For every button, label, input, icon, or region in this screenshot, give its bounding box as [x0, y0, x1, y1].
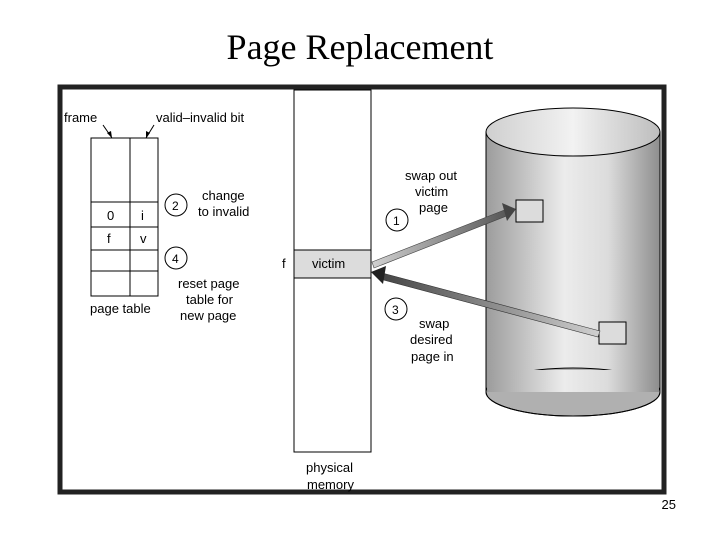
step-2-number: 2 [172, 199, 179, 213]
step-4-circle [164, 246, 188, 270]
step-4-label-line-3: new page [180, 308, 236, 323]
page-number: 25 [661, 497, 676, 512]
desired-page-on-disk [598, 321, 627, 345]
valid-invalid-bit-label: valid–invalid bit [156, 110, 245, 125]
bit-pointer-arrowhead [146, 131, 150, 138]
step-4-label-line-2: table for [186, 292, 234, 307]
step-2-label-line-2: to invalid [198, 204, 249, 219]
swap-in-arrowhead [371, 266, 386, 284]
memory-frame-label: f [282, 256, 286, 271]
table-row-frame-cell: 0 [107, 208, 114, 223]
step-3-number: 3 [392, 303, 399, 317]
physical-memory-caption-line-2: memory [307, 477, 354, 492]
victim-page-on-disk [515, 199, 544, 223]
step-1-label-line-2: victim [415, 184, 448, 199]
step-3-label-line-2: desired [410, 332, 453, 347]
step-4-number: 4 [172, 252, 179, 266]
page-table-caption: page table [90, 301, 151, 316]
page-table: 0 i f v [90, 137, 159, 297]
step-4-label-line-1: reset page [178, 276, 239, 291]
swap-out-arrowhead [502, 203, 516, 221]
victim-frame [293, 249, 372, 279]
step-3-label-line-3: page in [411, 349, 454, 364]
frame-label: frame [64, 110, 97, 125]
table-row-bit-cell: i [141, 208, 144, 223]
step-2-label-line-1: change [202, 188, 245, 203]
backing-store-disk [485, 107, 661, 417]
step-1-circle [385, 208, 409, 232]
step-2-circle [164, 193, 188, 217]
victim-label: victim [312, 256, 345, 271]
step-3-label-line-1: swap [419, 316, 449, 331]
slide-title: Page Replacement [226, 27, 494, 67]
frame-pointer-arrowhead [107, 131, 112, 138]
step-3-circle [384, 297, 408, 321]
table-row-frame-cell: f [107, 231, 111, 246]
table-row-bit-cell: v [140, 231, 147, 246]
step-1-label-line-3: page [419, 200, 448, 215]
step-1-number: 1 [393, 214, 400, 228]
step-1-label-line-1: swap out [405, 168, 457, 183]
physical-memory-caption-line-1: physical [306, 460, 353, 475]
